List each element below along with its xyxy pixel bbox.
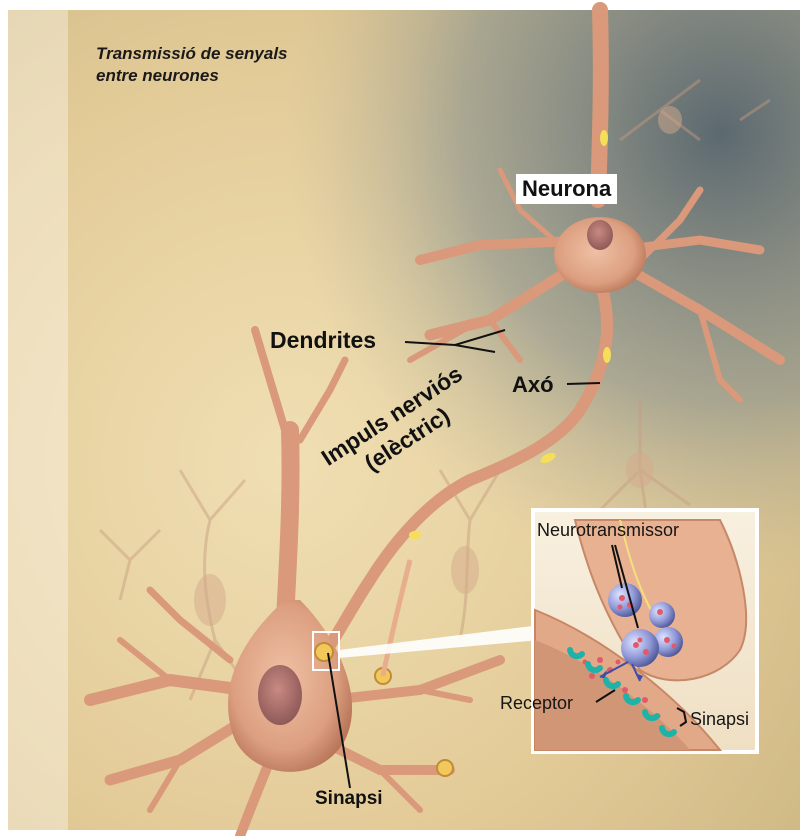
label-neurona: Neurona (516, 174, 617, 204)
label-dendrites: Dendrites (270, 327, 376, 354)
figure-caption: Transmissió de senyals entre neurones (96, 43, 288, 87)
label-sinapsi-inset: Sinapsi (690, 709, 749, 730)
label-axo: Axó (512, 372, 554, 398)
caption-line-1: Transmissió de senyals (96, 43, 288, 65)
label-neurotransmissor: Neurotransmissor (537, 520, 679, 541)
caption-line-2: entre neurones (96, 65, 288, 87)
label-sinapsi-main: Sinapsi (315, 788, 383, 810)
label-receptor: Receptor (500, 693, 573, 714)
